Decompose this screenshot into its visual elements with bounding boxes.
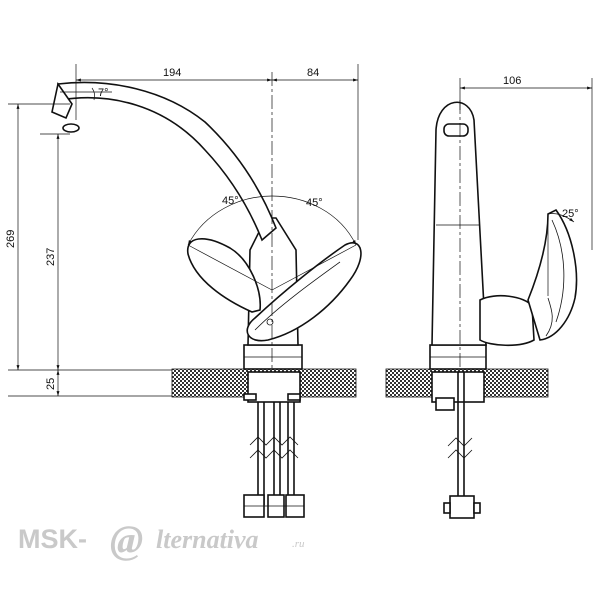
angle-handle-right: 45° — [306, 197, 323, 209]
dim-total-height: 269 — [5, 230, 17, 248]
watermark-domain: .ru — [292, 538, 305, 550]
handle-lever-side — [527, 208, 578, 341]
watermark-at: @ — [110, 517, 143, 562]
dim-base-offset: 84 — [307, 67, 319, 79]
body-side — [431, 101, 487, 346]
watermark-prefix: MSK- — [18, 524, 87, 554]
angle-side-handle: 25° — [562, 208, 579, 220]
spout-front — [57, 81, 277, 242]
dim-spout-reach: 194 — [163, 67, 181, 79]
angle-handle-left: 45° — [222, 195, 239, 207]
side-view: 25° 106 — [385, 75, 593, 519]
watermark-name: lternativa — [156, 525, 259, 554]
dim-counter-thickness: 25 — [45, 378, 57, 390]
dim-body-height: 237 — [45, 248, 57, 266]
angle-spout-tilt: 7° — [98, 87, 109, 99]
watermark: MSK- @ lternativa .ru — [18, 517, 305, 562]
dim-side-depth: 106 — [503, 75, 521, 87]
front-view: 194 84 7° 45° 45° 269 237 25 — [5, 64, 362, 518]
hoses-front — [243, 371, 305, 518]
